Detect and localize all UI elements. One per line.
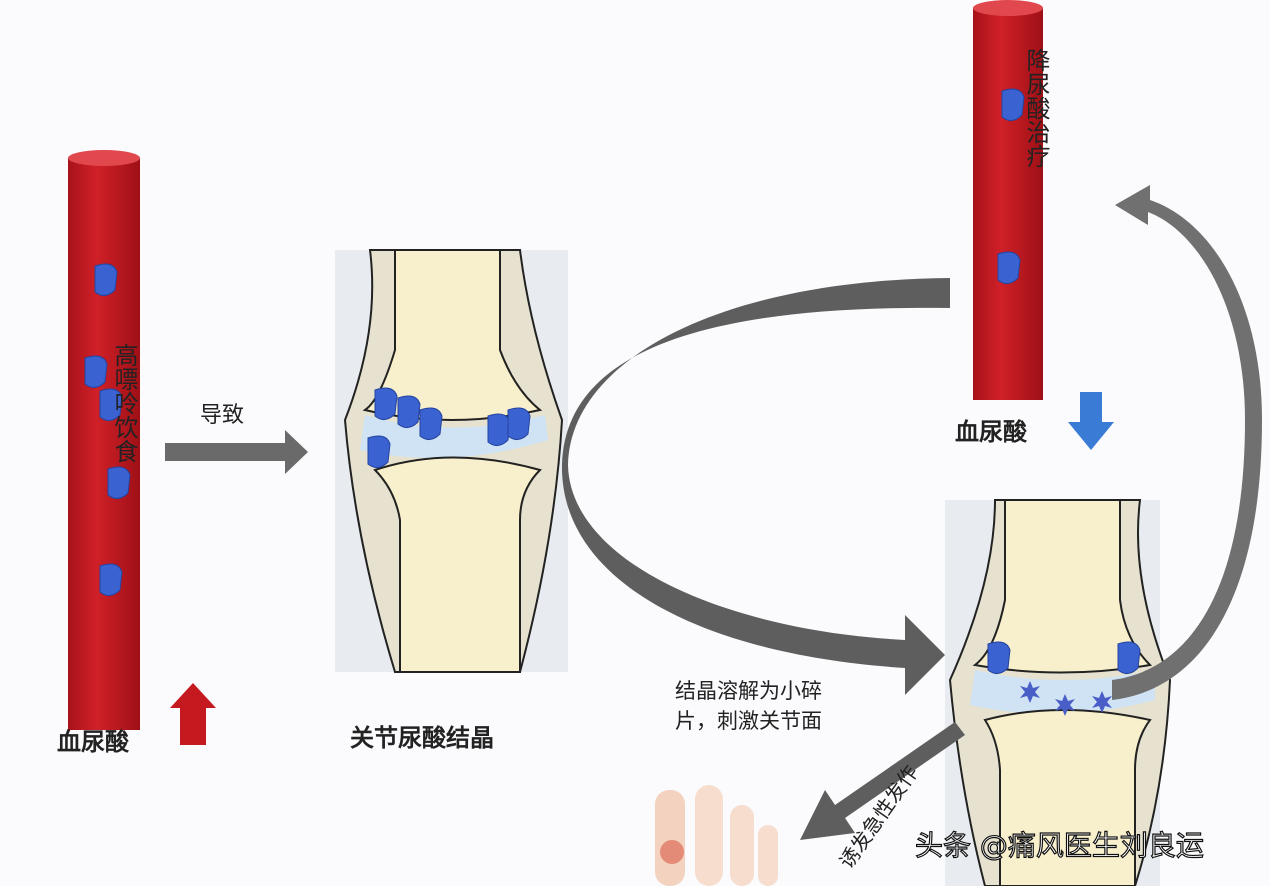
dissolve-label-line2: 片，刺激关节面 [675,709,822,733]
cause-arrow-icon [165,430,308,474]
dissolve-label-line1: 结晶溶解为小碎 [675,679,822,703]
right-blood-uric-acid-label: 血尿酸 [955,418,1028,446]
down-arrow-icon [1068,392,1114,450]
joint-with-crystals [335,249,568,673]
joint-crystal-label: 关节尿酸结晶 [350,724,494,752]
curved-arrow-icon [561,278,950,695]
watermark: 头条 @痛风医生刘良运 [915,829,1204,862]
cause-label: 导致 [200,403,244,428]
attack-arrow-icon [800,722,965,840]
up-arrow-icon [170,683,216,745]
joint-dissolving-crystals [945,499,1172,886]
left-blood-uric-acid-label: 血尿酸 [57,728,130,756]
right-blood-vessel [973,0,1043,400]
left-blood-vessel [68,150,140,730]
foot-illustration [655,785,778,886]
